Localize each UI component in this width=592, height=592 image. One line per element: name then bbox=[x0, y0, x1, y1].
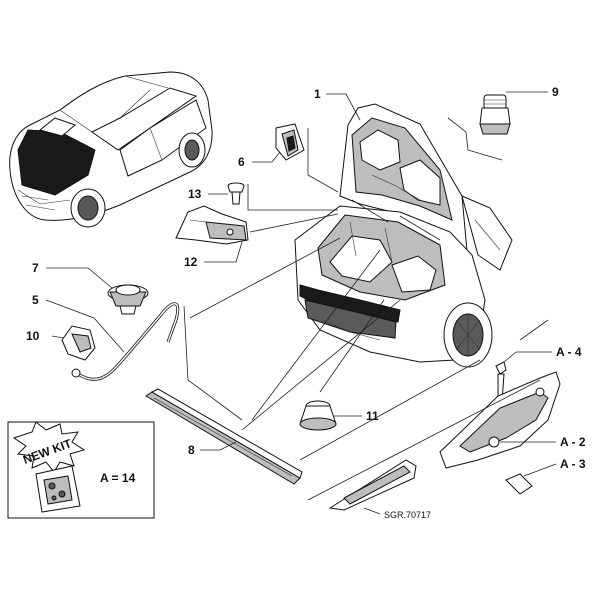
callout-9: 9 bbox=[552, 85, 559, 99]
lower-bracket bbox=[328, 459, 417, 511]
callout-7: 7 bbox=[32, 261, 39, 275]
callout-a4: A - 4 bbox=[556, 345, 582, 359]
callout-6: 6 bbox=[238, 155, 245, 169]
part-9-bumper bbox=[479, 94, 511, 135]
callout-13: 13 bbox=[188, 187, 202, 201]
callout-1: 1 bbox=[314, 87, 321, 101]
callout-8: 8 bbox=[188, 443, 195, 457]
callout-5: 5 bbox=[32, 293, 39, 307]
new-kit-badge bbox=[12, 421, 86, 473]
part-7-grommet bbox=[107, 284, 149, 315]
callouts: 1 9 6 13 12 7 5 10 8 11 A - 4 A - 2 A - … bbox=[26, 85, 586, 471]
hinge-assembly bbox=[439, 361, 561, 495]
part-10-handle bbox=[61, 325, 96, 361]
hood-assembly bbox=[294, 103, 513, 368]
callout-10: 10 bbox=[26, 329, 40, 343]
part-8-seal bbox=[145, 388, 303, 485]
leader-lines bbox=[45, 91, 557, 515]
part-5-cable bbox=[71, 302, 180, 381]
part-12-bracket bbox=[175, 205, 249, 245]
part-11-stop bbox=[299, 400, 337, 431]
callout-12: 12 bbox=[184, 255, 198, 269]
car-overview bbox=[9, 71, 213, 228]
reference-code: SGR.70717 bbox=[384, 510, 431, 520]
kit-label: A = 14 bbox=[100, 471, 136, 485]
callout-a2: A - 2 bbox=[560, 435, 586, 449]
part-6-pad bbox=[275, 123, 305, 161]
part-13-clip bbox=[227, 182, 245, 205]
kit-box: NEW KIT A = 14 bbox=[7, 421, 155, 519]
callout-11: 11 bbox=[366, 409, 379, 423]
callout-a3: A - 3 bbox=[560, 457, 586, 471]
